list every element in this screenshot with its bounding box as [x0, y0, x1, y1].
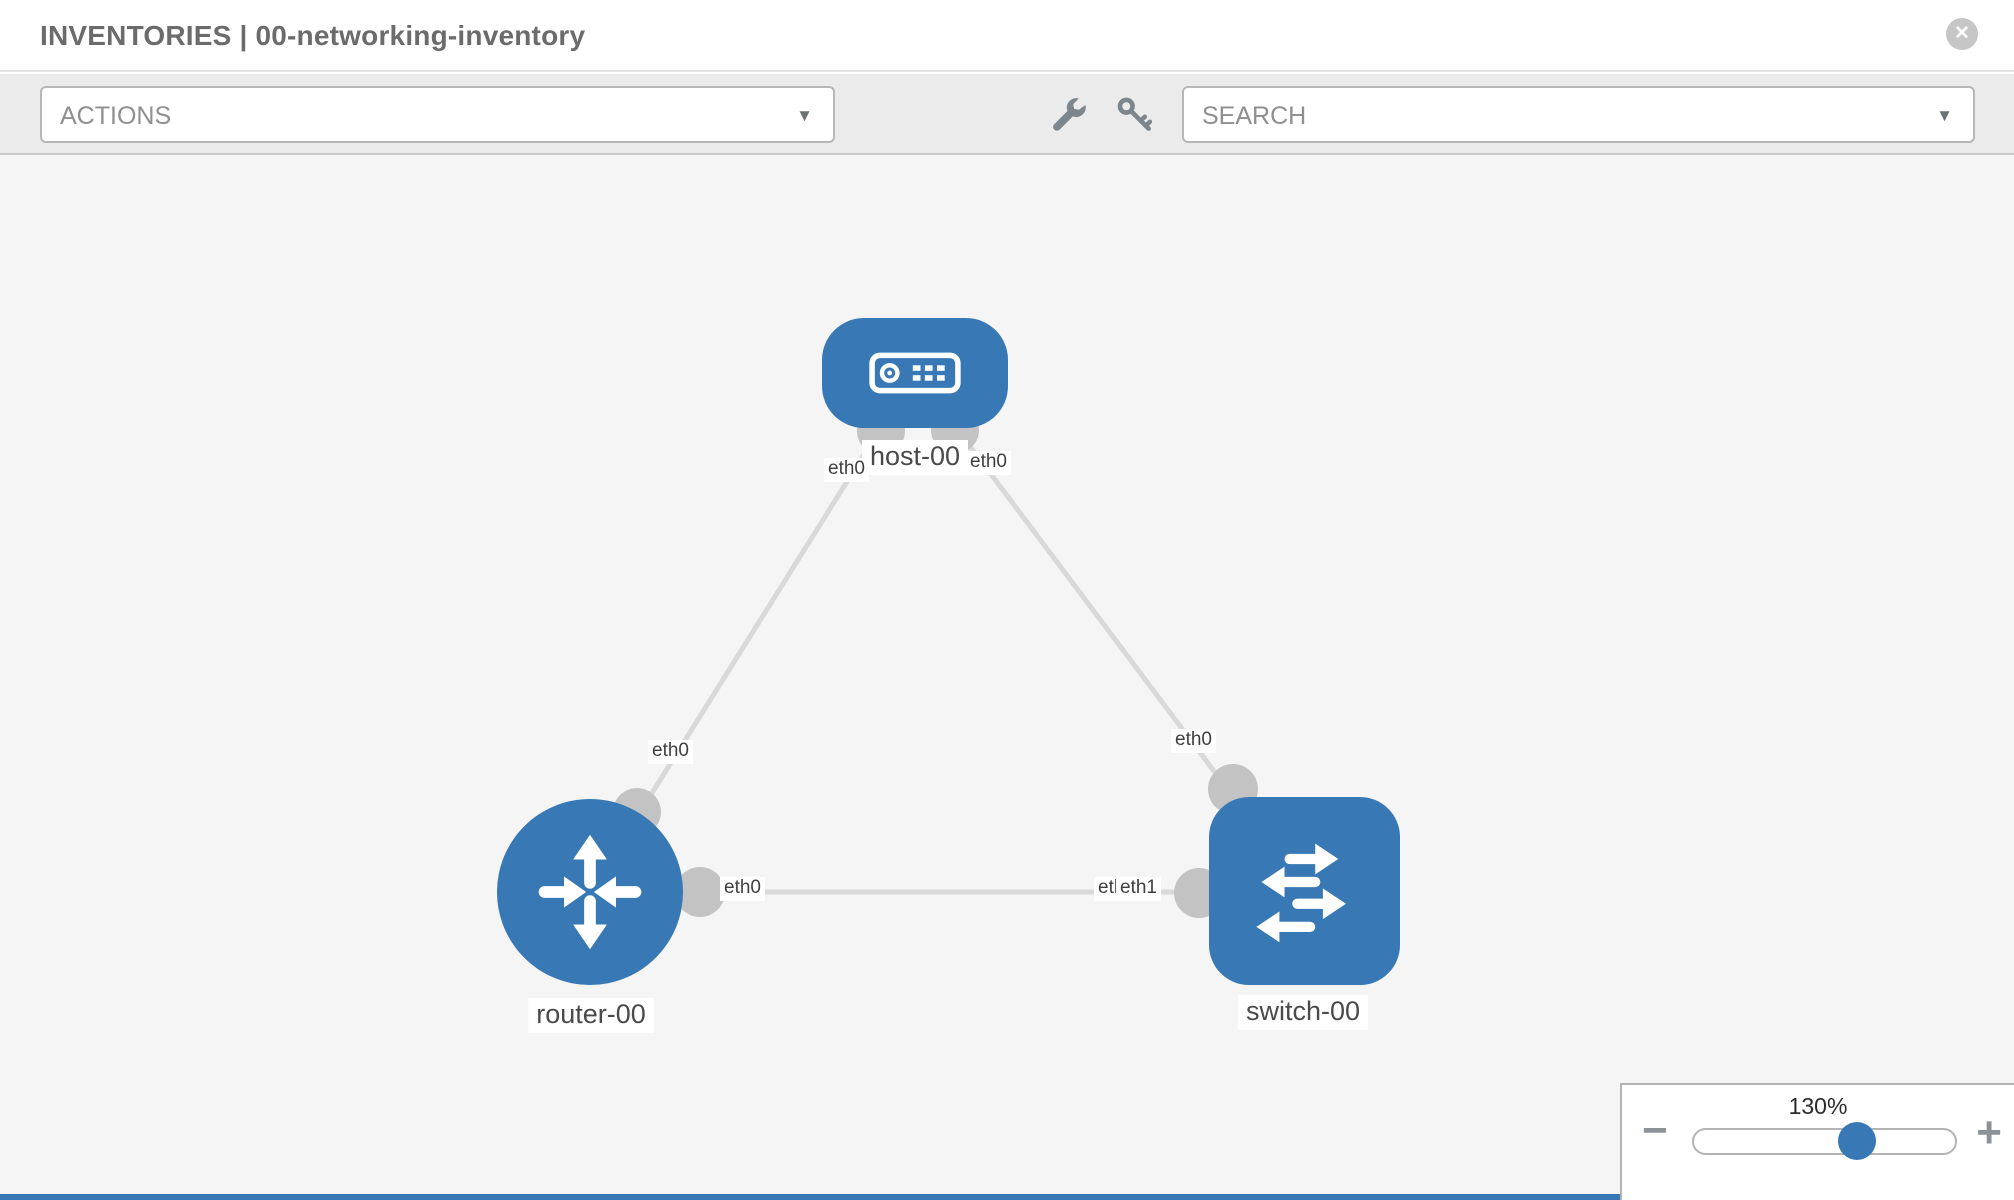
credentials-button[interactable] [1114, 94, 1156, 136]
page-title: INVENTORIES | 00-networking-inventory [40, 20, 586, 51]
port-label-switch-to-router-front: eth1 [1116, 877, 1161, 901]
chevron-down-icon: ▼ [796, 106, 813, 125]
close-icon: ✕ [1954, 23, 1970, 44]
port-label-router-to-host: eth0 [648, 740, 693, 764]
endpoint-router-switch [675, 867, 725, 917]
zoom-in-button[interactable]: + [1976, 1108, 2002, 1157]
host-icon [869, 352, 961, 394]
node-switch-00[interactable] [1209, 797, 1400, 985]
link-endpoints [613, 406, 1258, 918]
bottom-accent-strip [0, 1194, 1620, 1200]
zoom-slider-thumb[interactable] [1838, 1122, 1876, 1160]
zoom-panel: 130% − + [1620, 1083, 2014, 1200]
port-label-host-to-switch: eth0 [966, 451, 1011, 475]
topology-links-layer [587, 371, 1306, 918]
node-label-switch: switch-00 [1237, 995, 1369, 1030]
topology-canvas[interactable]: host-00 router-00 switch-00 eth0 eth0 et… [0, 155, 2014, 1200]
configure-button[interactable] [1047, 94, 1089, 136]
wrench-icon [1053, 98, 1086, 131]
node-label-router: router-00 [528, 998, 654, 1033]
node-label-host: host-00 [861, 440, 969, 475]
search-dropdown[interactable]: SEARCH ▼ [1182, 86, 1975, 143]
actions-dropdown-label: ACTIONS [60, 102, 172, 130]
zoom-out-button[interactable]: − [1642, 1106, 1668, 1155]
actions-dropdown[interactable]: ACTIONS ▼ [40, 86, 835, 143]
zoom-level-readout: 130% [1788, 1093, 1848, 1119]
port-label-host-to-router: eth0 [824, 458, 869, 482]
node-host-00[interactable] [822, 318, 1008, 428]
page-header: INVENTORIES | 00-networking-inventory ✕ [0, 0, 2014, 72]
port-label-switch-to-host: eth0 [1171, 729, 1216, 753]
close-button[interactable]: ✕ [1946, 18, 1978, 50]
port-label-router-to-switch: eth0 [720, 877, 765, 901]
router-icon [538, 834, 642, 950]
chevron-down-icon: ▼ [1936, 106, 1953, 125]
toolbar: ACTIONS ▼ SEARCH ▼ [0, 74, 2014, 155]
key-icon [1117, 97, 1153, 131]
switch-icon [1255, 843, 1346, 943]
search-dropdown-label: SEARCH [1202, 102, 1307, 130]
zoom-slider-track[interactable] [1692, 1128, 1957, 1155]
node-router-00[interactable] [497, 799, 683, 985]
